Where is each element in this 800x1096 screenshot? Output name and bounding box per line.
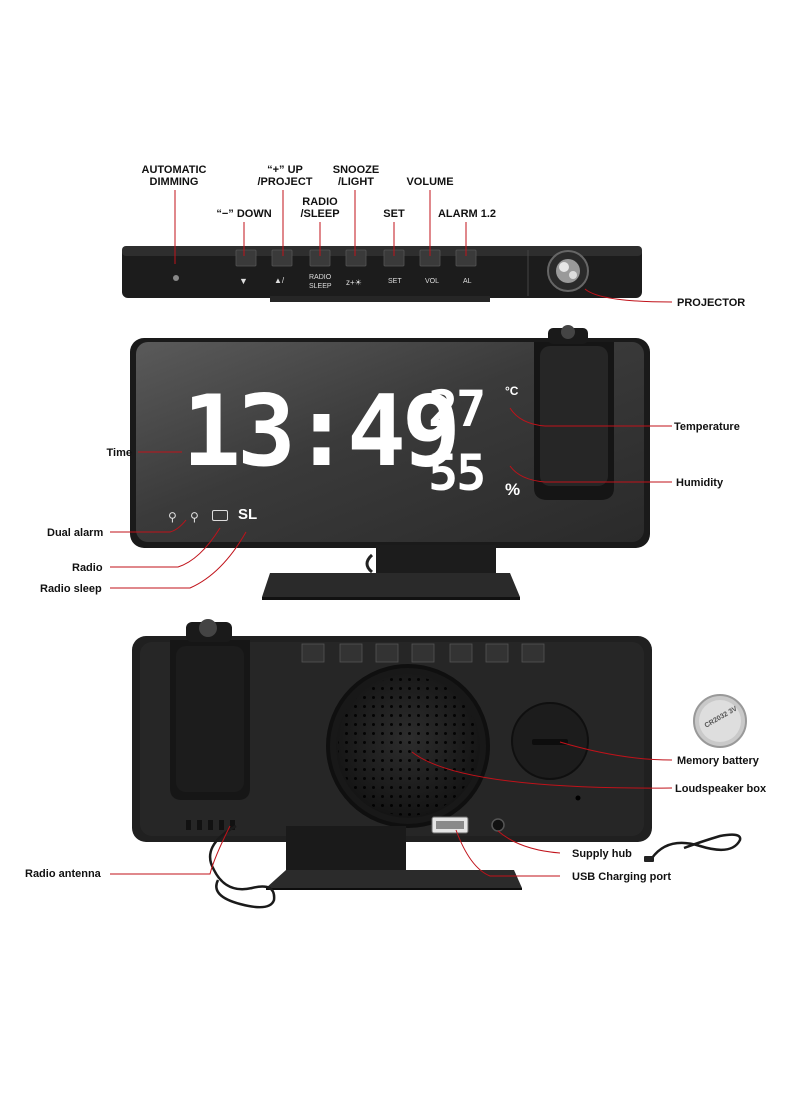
- label-time: Time: [106, 447, 132, 459]
- label-temperature: Temperature: [674, 421, 740, 433]
- label-projector: PROJECTOR: [677, 297, 746, 309]
- label-up-project: “+” UP /PROJECT: [257, 164, 313, 188]
- usb-port: [431, 816, 469, 834]
- humidity-digits: 55: [428, 444, 486, 502]
- vents: [186, 820, 235, 830]
- radio-glyph: RADIO: [309, 274, 332, 281]
- vol-glyph: VOL: [425, 278, 440, 285]
- label-memory-battery: Memory battery: [677, 755, 759, 767]
- dc-jack: [491, 818, 505, 832]
- alarm-1-icon: ⚲: [168, 510, 177, 524]
- callout-lines: [110, 190, 673, 877]
- label-set: SET: [383, 208, 405, 220]
- back-view: [132, 619, 652, 909]
- label-automatic-dimming: AUTOMATIC DIMMING: [141, 164, 207, 188]
- humidity-unit: %: [505, 480, 521, 499]
- temperature-digits: 27: [428, 380, 486, 438]
- label-down: “−” DOWN: [216, 208, 272, 220]
- projector-lens: [547, 250, 589, 292]
- loudspeaker-grille: [326, 664, 490, 828]
- label-loudspeaker-box: Loudspeaker box: [675, 783, 767, 795]
- light-sensor-icon: [173, 275, 179, 281]
- label-humidity: Humidity: [676, 477, 724, 489]
- top-buttons: [235, 249, 477, 267]
- label-volume: VOLUME: [406, 176, 454, 188]
- alarm-2-icon: ⚲: [190, 510, 199, 524]
- usb-cable: [644, 833, 742, 862]
- radio-icon: [212, 510, 228, 521]
- label-radio-sleep: RADIO /SLEEP: [300, 196, 340, 220]
- label-dual-alarm: Dual alarm: [47, 527, 104, 539]
- time-digits: 13:49: [182, 375, 461, 489]
- label-radio-antenna: Radio antenna: [25, 868, 101, 880]
- up-glyph: ▲/: [274, 276, 285, 285]
- coin-battery: [693, 694, 747, 748]
- sleep-indicator: SL: [238, 506, 258, 523]
- label-usb-port: USB Charging port: [572, 871, 671, 883]
- label-supply-hub: Supply hub: [572, 848, 632, 860]
- front-view: [130, 325, 650, 600]
- mirror-display: [136, 342, 644, 542]
- back-buttons: [301, 643, 545, 663]
- label-radio: Radio: [72, 562, 103, 574]
- label-radio-sleep-front: Radio sleep: [40, 583, 102, 595]
- battery-cover: [511, 702, 589, 780]
- top-view: [122, 246, 642, 302]
- label-alarm: ALARM 1.2: [437, 208, 497, 220]
- al-glyph: AL: [463, 278, 472, 285]
- temperature-unit: °C: [505, 384, 519, 398]
- sleep-glyph: SLEEP: [309, 283, 332, 290]
- down-glyph: ▼: [239, 276, 248, 286]
- snooze-glyph: z+☀: [346, 278, 362, 287]
- label-snooze-light: SNOOZE /LIGHT: [332, 164, 380, 188]
- set-glyph: SET: [388, 278, 402, 285]
